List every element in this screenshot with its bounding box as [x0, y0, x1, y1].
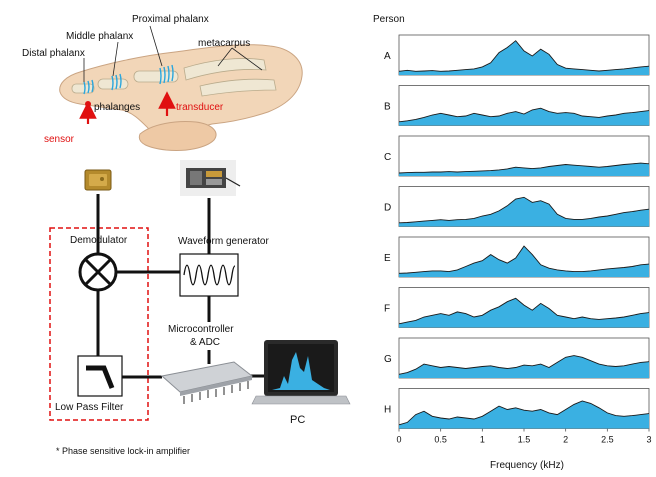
thumb-silhouette — [138, 121, 217, 151]
hand-illustration: Proximal phalanx Middle phalanx Distal p… — [22, 14, 303, 151]
label-low-pass-filter: Low Pass Filter — [55, 402, 124, 413]
leader-lines — [83, 25, 263, 82]
label-phalanges: phalanges — [94, 102, 140, 113]
spectrum-line-G — [398, 355, 650, 375]
spectrum-area-H — [399, 401, 649, 429]
x-axis-label: Frequency (kHz) — [490, 460, 564, 471]
metacarpus-bone-2 — [199, 78, 277, 97]
sensor-waves — [83, 79, 94, 95]
footnote: * Phase sensitive lock-in amplifier — [56, 446, 190, 456]
label-microcontroller-line2: & ADC — [190, 337, 220, 348]
series-label-C: C — [384, 152, 391, 163]
x-tick-label: 0.5 — [434, 435, 447, 445]
spectrum-area-A — [399, 40, 649, 75]
x-tick-label: 0 — [396, 435, 401, 445]
spectrum-area-B — [399, 108, 649, 126]
label-demodulator: Demodulator — [70, 235, 128, 246]
spectrum-line-A — [398, 40, 650, 72]
circuit-diagram: Demodulator Waveform generator Microcont… — [49, 160, 351, 456]
low-pass-filter-block — [77, 355, 123, 397]
frequency-spectra-chart: Person A B C D E F G H 0 0.5 1 1.5 2 2.5 3 Frequency … — [373, 14, 652, 471]
panel-G: G — [384, 337, 650, 379]
pc-laptop-image — [251, 340, 351, 405]
series-label-B: B — [384, 102, 391, 113]
label-sensor: sensor — [44, 134, 75, 145]
spectrum-line-C — [398, 162, 650, 174]
spectrum-area-E — [399, 246, 649, 277]
x-tick-label: 1 — [480, 435, 485, 445]
label-transducer: transducer — [176, 102, 224, 113]
proximal-phalanx-bone — [133, 70, 179, 83]
panel-A: A — [384, 34, 650, 76]
distal-phalanx-bone — [71, 83, 95, 94]
label-proximal-phalanx: Proximal phalanx — [132, 14, 209, 25]
label-distal-phalanx: Distal phalanx — [22, 48, 85, 59]
spectrum-line-F — [398, 297, 650, 325]
panel-B: B — [384, 85, 650, 126]
waveform-generator-block — [179, 253, 239, 297]
phalanges-waves — [111, 73, 122, 91]
demodulator-mixer — [78, 252, 118, 292]
spectrum-area-G — [399, 355, 649, 378]
sensor-chip-image — [84, 169, 112, 191]
label-waveform-generator: Waveform generator — [178, 236, 269, 247]
label-microcontroller-line1: Microcontroller — [168, 324, 234, 335]
sensor-dot — [85, 101, 91, 107]
label-middle-phalanx: Middle phalanx — [66, 31, 133, 42]
series-label-A: A — [384, 51, 391, 62]
chart-panel-title: Person — [373, 14, 405, 25]
waveform-generator-image — [180, 160, 241, 196]
series-label-E: E — [384, 253, 391, 264]
x-tick-label: 2 — [563, 435, 568, 445]
spectrum-line-B — [398, 107, 650, 123]
series-label-D: D — [384, 203, 391, 214]
label-pc: PC — [290, 414, 305, 426]
panel-H: H — [384, 388, 650, 429]
panel-D: D — [384, 186, 650, 227]
series-label-F: F — [384, 304, 390, 315]
label-metacarpus: metacarpus — [198, 38, 250, 49]
microcontroller-chip-image — [160, 361, 254, 404]
series-label-G: G — [384, 354, 392, 365]
panel-F: F — [384, 287, 650, 328]
x-tick-label: 3 — [646, 435, 651, 445]
spectrum-line-E — [398, 245, 650, 274]
series-label-H: H — [384, 405, 391, 416]
metacarpus-bone-1 — [183, 58, 267, 81]
spectrum-area-F — [399, 298, 649, 328]
transducer-waves — [159, 64, 174, 85]
spectrum-line-D — [398, 196, 650, 224]
panel-E: E — [384, 236, 650, 278]
spectrum-line-H — [398, 400, 650, 426]
x-tick-label: 2.5 — [601, 435, 614, 445]
panel-C: C — [384, 135, 650, 177]
x-tick-label: 1.5 — [518, 435, 531, 445]
